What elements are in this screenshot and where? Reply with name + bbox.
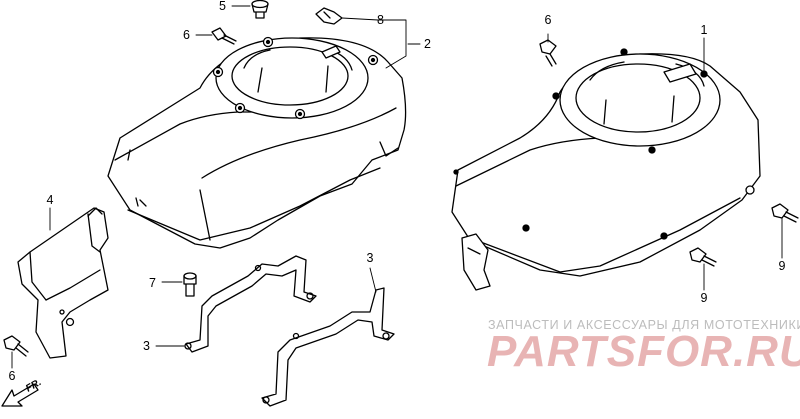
watermark-tagline: ЗАПЧАСТИ И АКСЕССУАРЫ ДЛЯ МОТОТЕХНИКИ: [488, 318, 800, 332]
callout-6-upper-left: 6: [183, 28, 190, 42]
fan-cover-left: [107, 36, 407, 249]
stay-upper: [184, 255, 317, 353]
callout-9-right: 9: [779, 259, 786, 273]
bolt-9a: [771, 203, 799, 223]
callout-3-lower-stay: 3: [367, 251, 374, 265]
callout-6-upper-right: 6: [545, 13, 552, 27]
front-direction-label: FR.: [24, 377, 43, 395]
callout-numbers: 5 8 6 2 6 1 4 7 3 3 9 9 6: [9, 0, 786, 383]
callout-3-upper-stay: 3: [143, 339, 150, 353]
stay-lower: [261, 287, 395, 407]
callout-4: 4: [47, 193, 54, 207]
watermark-logo: PARTSFOR.RU: [487, 327, 800, 376]
clip-8: [315, 7, 343, 25]
bolt-5: [251, 0, 269, 19]
callout-9-middle: 9: [701, 291, 708, 305]
callout-8: 8: [377, 13, 384, 27]
bolt-6b: [539, 39, 557, 67]
callout-5: 5: [219, 0, 226, 13]
shroud-plate: [17, 207, 109, 359]
bolt-6c: [3, 335, 29, 357]
front-direction-arrow: [1, 383, 39, 407]
callout-1: 1: [701, 23, 708, 37]
callout-7: 7: [149, 276, 156, 290]
bolt-6a: [211, 27, 237, 45]
callout-2: 2: [424, 37, 431, 51]
fan-cover-right: [451, 48, 761, 291]
bolt-9b: [689, 247, 717, 267]
callout-6-lower-left: 6: [9, 369, 16, 383]
bolt-7: [183, 272, 197, 297]
leader-lines: [11, 5, 783, 369]
